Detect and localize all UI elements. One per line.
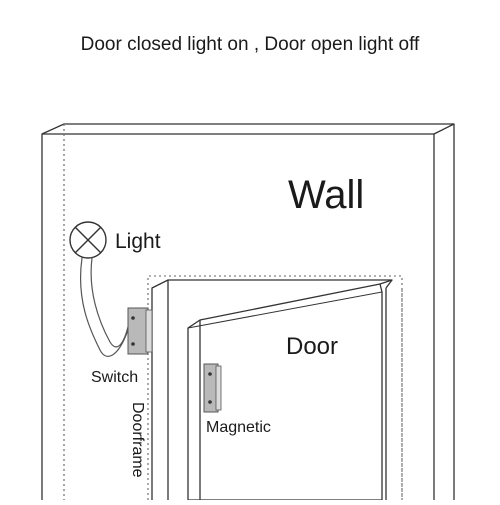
- magnet-icon: [203, 363, 222, 413]
- doorframe: [151, 279, 393, 500]
- door-label: Door: [286, 333, 338, 360]
- wall-label: Wall: [288, 173, 364, 217]
- reed-switch-icon: [127, 307, 153, 355]
- wire: [80, 257, 131, 357]
- doorframe-label: Doorframe: [129, 402, 146, 478]
- lamp-cross-icon: [69, 221, 107, 259]
- light-label: Light: [115, 230, 161, 253]
- wall-top-face: [41, 123, 455, 135]
- door: [187, 279, 393, 501]
- switch-label: Switch: [91, 369, 138, 386]
- doorframe-opening: [147, 275, 403, 500]
- magnetic-label: Magnetic: [206, 419, 271, 436]
- wall: [41, 123, 455, 500]
- diagram-caption: Door closed light on , Door open light o…: [80, 34, 420, 55]
- wall-front-face: [41, 133, 435, 500]
